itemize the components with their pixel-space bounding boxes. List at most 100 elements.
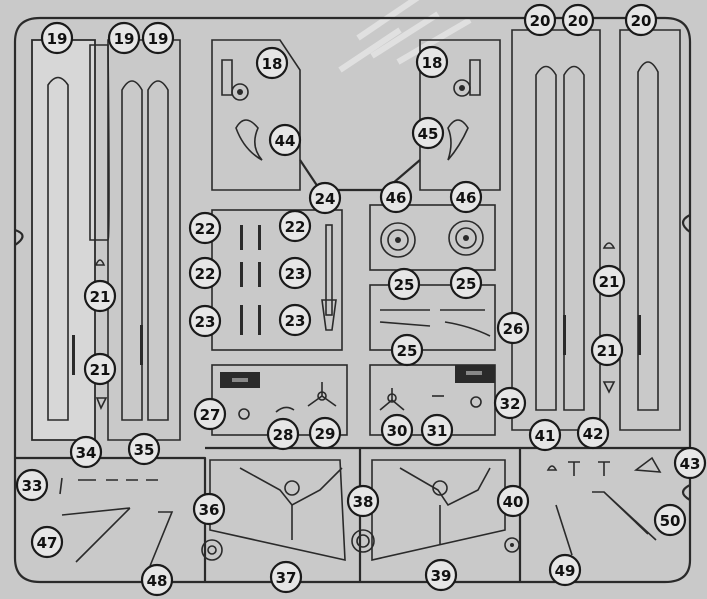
callout-circle [424, 558, 458, 592]
callout-label: 20 [568, 12, 589, 30]
callout-23: 23 [278, 303, 312, 337]
callout-circle [590, 333, 624, 367]
callout-36: 36 [192, 492, 226, 526]
callout-33: 33 [15, 468, 49, 502]
callout-label: 22 [285, 218, 306, 236]
callout-circle [308, 416, 342, 450]
callout-21: 21 [83, 279, 117, 313]
callout-44: 44 [268, 123, 302, 157]
callout-label: 40 [503, 493, 524, 511]
callout-circle [523, 3, 557, 37]
callout-label: 28 [273, 426, 294, 444]
callout-41: 41 [528, 418, 562, 452]
callout-circle [346, 484, 380, 518]
callout-20: 20 [561, 3, 595, 37]
callout-label: 50 [660, 512, 681, 530]
callout-label: 24 [315, 190, 336, 208]
callout-48: 48 [140, 563, 174, 597]
callout-label: 32 [500, 395, 521, 413]
callout-circle [255, 46, 289, 80]
callout-circle [415, 45, 449, 79]
callout-39: 39 [424, 558, 458, 592]
callout-circle [192, 492, 226, 526]
callout-circle [40, 21, 74, 55]
callout-24: 24 [308, 181, 342, 215]
callout-label: 23 [285, 312, 306, 330]
callout-21: 21 [592, 264, 626, 298]
callout-23: 23 [188, 304, 222, 338]
callout-circle [673, 446, 707, 480]
callout-circle [496, 484, 530, 518]
callout-label: 29 [315, 425, 336, 443]
callout-label: 39 [431, 567, 452, 585]
callout-19: 19 [141, 21, 175, 55]
callout-35: 35 [127, 432, 161, 466]
callout-circle [420, 413, 454, 447]
callout-label: 22 [195, 220, 216, 238]
callout-40: 40 [496, 484, 530, 518]
callout-18: 18 [415, 45, 449, 79]
callout-23: 23 [278, 256, 312, 290]
callout-label: 31 [427, 422, 448, 440]
callout-label: 19 [114, 30, 135, 48]
callout-circle [83, 352, 117, 386]
callout-circle [624, 3, 658, 37]
callout-label: 27 [200, 406, 221, 424]
middle-right-block [369, 204, 496, 351]
callout-circle [268, 123, 302, 157]
callout-label: 34 [76, 444, 97, 462]
callout-label: 21 [90, 288, 111, 306]
callout-circle [107, 21, 141, 55]
callout-22: 22 [278, 209, 312, 243]
callout-25: 25 [387, 267, 421, 301]
callout-50: 50 [653, 503, 687, 537]
callout-19: 19 [40, 21, 74, 55]
callout-label: 23 [195, 313, 216, 331]
callout-circle [548, 553, 582, 587]
callout-circle [188, 304, 222, 338]
callout-38: 38 [346, 484, 380, 518]
callout-21: 21 [83, 352, 117, 386]
callout-circle [379, 180, 413, 214]
callout-circle [15, 468, 49, 502]
callout-label: 46 [456, 189, 477, 207]
callout-label: 38 [353, 493, 374, 511]
sprue-frame [13, 16, 692, 584]
callout-label: 18 [262, 55, 283, 73]
callout-circle [390, 333, 424, 367]
callout-20: 20 [624, 3, 658, 37]
callout-label: 36 [199, 501, 220, 519]
callout-label: 25 [456, 275, 477, 293]
callout-circle [493, 386, 527, 420]
callout-label: 19 [47, 30, 68, 48]
callout-46: 46 [449, 180, 483, 214]
callout-28: 28 [266, 417, 300, 451]
callout-circle [449, 266, 483, 300]
callout-circle [69, 435, 103, 469]
callout-label: 42 [583, 425, 604, 443]
callout-label: 25 [397, 342, 418, 360]
callout-circle [140, 563, 174, 597]
callout-circle [387, 267, 421, 301]
callout-25: 25 [449, 266, 483, 300]
callout-circle [411, 116, 445, 150]
callout-19: 19 [107, 21, 141, 55]
callout-circle [528, 418, 562, 452]
callout-label: 47 [37, 534, 58, 552]
callout-47: 47 [30, 525, 64, 559]
callout-label: 48 [147, 572, 168, 590]
callout-20: 20 [523, 3, 557, 37]
callout-26: 26 [496, 311, 530, 345]
callout-circle [561, 3, 595, 37]
callout-circle [269, 560, 303, 594]
callout-label: 20 [631, 12, 652, 30]
callout-circle [592, 264, 626, 298]
callout-label: 46 [386, 189, 407, 207]
callout-25: 25 [390, 333, 424, 367]
callout-45: 45 [411, 116, 445, 150]
callout-label: 25 [394, 276, 415, 294]
callout-circle [653, 503, 687, 537]
